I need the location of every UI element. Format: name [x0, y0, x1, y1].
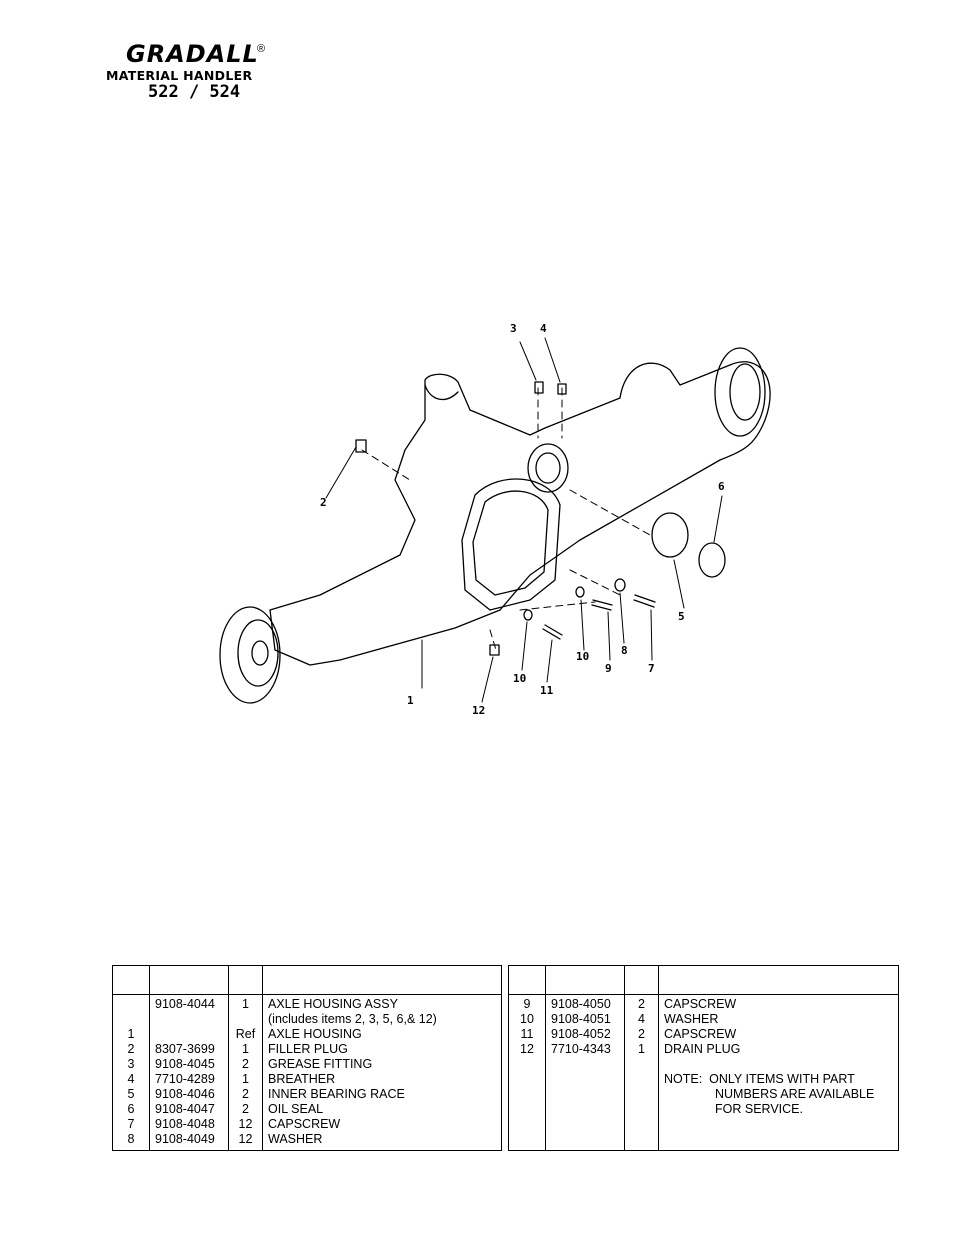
capscrew-part-11 [542, 624, 563, 640]
right-flange [714, 347, 766, 437]
leader-lines [325, 337, 723, 703]
table-header-row [112, 965, 502, 995]
service-note: NOTE: ONLY ITEMS WITH PART [658, 1072, 899, 1087]
callout-5: 5 [678, 610, 685, 623]
breather-part [557, 383, 567, 395]
table-row: (includes items 2, 3, 5, 6,& 12) [113, 1012, 502, 1027]
filler-plug-part [355, 439, 367, 453]
callout-11: 11 [540, 684, 554, 697]
left-flange [219, 606, 281, 704]
left-flange-bore [251, 640, 269, 666]
registered-mark: ® [257, 43, 266, 55]
model-number: 522 / 524 [148, 82, 241, 102]
logo-subtitle: MATERIAL HANDLER [106, 68, 253, 83]
table-row [509, 1057, 899, 1072]
callout-7: 7 [648, 662, 655, 675]
oil-seal-part [698, 542, 726, 578]
callout-9: 9 [605, 662, 612, 675]
table-row: NOTE: ONLY ITEMS WITH PART [509, 1072, 899, 1087]
callout-10-upper: 10 [576, 650, 589, 663]
table-row: NUMBERS ARE AVAILABLE [509, 1087, 899, 1102]
bearing-bore [535, 452, 561, 484]
table-header-row [508, 965, 899, 995]
axle-housing-diagram: 1 2 3 4 5 6 7 8 9 10 11 12 10 [200, 310, 800, 730]
washer-part-8 [614, 578, 626, 592]
bearing-boss [527, 443, 569, 493]
callout-1: 1 [407, 694, 414, 707]
callout-3: 3 [510, 322, 517, 335]
carrier-opening-inner [472, 490, 549, 596]
table-row [509, 1117, 899, 1132]
callout-2: 2 [320, 496, 327, 509]
housing-top-tube [424, 384, 459, 401]
exploded-view-illustration: 1 2 3 4 5 6 7 8 9 10 11 12 10 [219, 322, 771, 717]
assembly-lines [361, 387, 651, 651]
housing-outline [269, 361, 771, 666]
callout-8: 8 [621, 644, 628, 657]
washer-part-10b [523, 609, 533, 621]
bearing-race-part [651, 512, 689, 558]
callout-10-lower: 10 [513, 672, 526, 685]
grease-fitting-part [534, 381, 544, 394]
carrier-opening [461, 478, 561, 611]
capscrew-part-9 [591, 599, 613, 611]
table-row: FOR SERVICE. [509, 1102, 899, 1117]
callout-6: 6 [718, 480, 725, 493]
left-flange-inner [237, 619, 279, 687]
table-row [509, 1132, 899, 1151]
callout-12: 12 [472, 704, 485, 717]
right-flange-inner [729, 363, 761, 421]
drain-plug-part [489, 644, 500, 656]
brand-name: GRADALL [126, 40, 259, 68]
washer-part-10a [575, 586, 585, 598]
capscrew-part-7 [633, 594, 656, 608]
callout-4: 4 [540, 322, 547, 335]
